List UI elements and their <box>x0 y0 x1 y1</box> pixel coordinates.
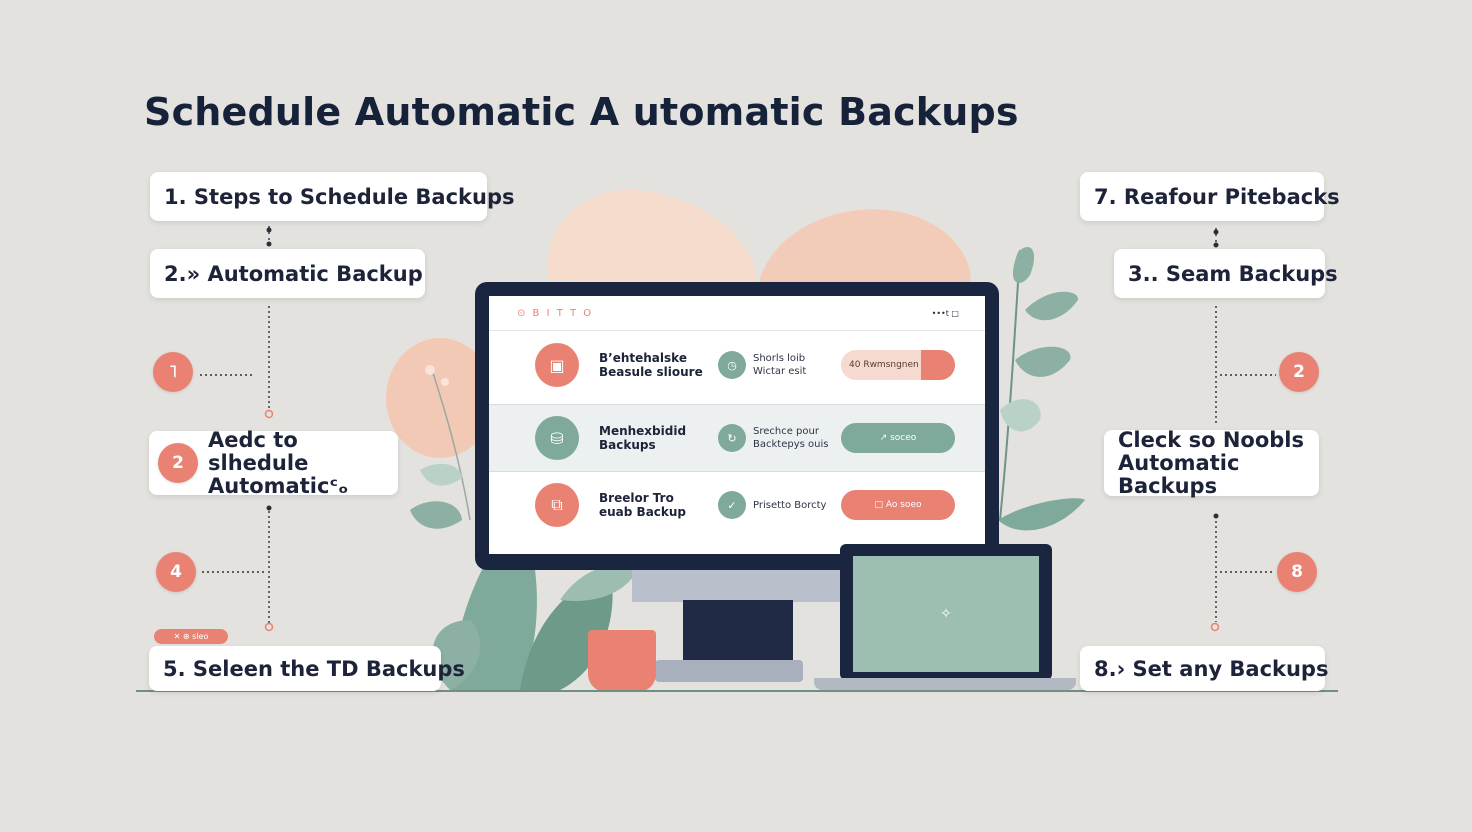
row-subtitle: Prisetto Borcty <box>753 499 827 511</box>
card-line: Automaticᶜₒ <box>208 473 349 498</box>
server-icon: ⧉ <box>535 483 579 527</box>
screen-brand: ⊙ B I T T O <box>517 307 594 319</box>
step-badge: ˥ <box>153 352 193 392</box>
row-action-button[interactable]: ↗ soceo <box>841 423 955 453</box>
step-badge: 8 <box>1277 552 1317 592</box>
step-card-2[interactable]: 2.» Automatic Backup <box>150 249 425 298</box>
right-connector <box>1215 228 1276 622</box>
page-title: Schedule Automatic A utomatic Backups <box>144 90 1019 134</box>
laptop-screen: ✧ <box>853 556 1039 672</box>
screen-corner-menu[interactable]: •••t □ <box>931 308 959 318</box>
database-icon: ⛁ <box>535 416 579 460</box>
card-line: Aedc to slhedule <box>208 427 309 475</box>
card-line: Automatic Backups <box>1118 450 1240 498</box>
clock-icon: ◷ <box>718 351 746 379</box>
left-connector <box>200 226 270 624</box>
monitor-stand <box>683 600 793 662</box>
check-icon: ✓ <box>718 491 746 519</box>
monitor-base <box>655 660 803 682</box>
sparkle-icon: ✧ <box>940 606 952 622</box>
screen-header: ⊙ B I T T O •••t □ <box>489 296 985 331</box>
step-card-3[interactable]: 3.. Seam Backups <box>1114 249 1338 298</box>
row-action-button[interactable]: 40 Rwmsngnen <box>841 350 955 380</box>
monitor-chin <box>632 570 844 602</box>
plant-right <box>998 246 1085 531</box>
calendar-icon: ▣ <box>535 343 579 387</box>
refresh-icon: ↻ <box>718 424 746 452</box>
step-badge: 4 <box>156 552 196 592</box>
card-line: Cleck so Noobls <box>1118 427 1304 452</box>
row-action-button[interactable]: □ Ao soeo <box>841 490 955 520</box>
status-pill: ✕ ⊕ sleo <box>154 629 228 644</box>
step-card-5[interactable]: 5. Seleen the TD Backups <box>149 646 465 691</box>
step-badge: 2 <box>1279 352 1319 392</box>
laptop-base <box>814 678 1076 690</box>
peach-blob-right <box>758 209 971 286</box>
plant-pot <box>588 630 656 692</box>
step-card-8[interactable]: 8.› Set any Backups <box>1080 646 1328 691</box>
peach-blob-left <box>547 189 757 286</box>
step-card-7[interactable]: 7. Reafour Pitebacks <box>1080 172 1340 221</box>
ground-line <box>136 690 1338 692</box>
step-card-1[interactable]: 1. Steps to Schedule Backups <box>150 172 515 221</box>
step-badge: 2 <box>158 443 198 483</box>
